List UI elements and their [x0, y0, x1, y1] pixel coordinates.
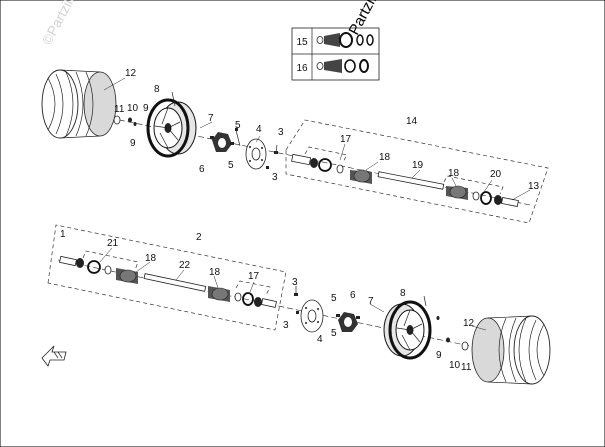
callout-17-bottom: 17 — [248, 271, 260, 282]
axle-shaft-19 — [377, 171, 445, 190]
lug-nut-top — [113, 115, 137, 126]
callout-3-top-a: 3 — [278, 127, 284, 138]
callout-22: 22 — [179, 260, 191, 271]
callout-11-bottom: 11 — [461, 362, 472, 373]
wheel-rim-bottom — [383, 300, 432, 360]
callout-12-top: 12 — [125, 68, 137, 79]
callout-21: 21 — [107, 238, 119, 249]
callout-12-bottom: 12 — [463, 318, 475, 329]
inset-box: 15 16 — [291, 27, 380, 81]
front-direction-arrow-icon — [41, 345, 67, 367]
callout-19: 19 — [412, 160, 424, 171]
callout-18-top-a: 18 — [379, 152, 391, 163]
callout-17-top: 17 — [340, 134, 352, 145]
wheel-rim-top — [146, 98, 197, 158]
callout-9-top-a: 9 — [143, 103, 149, 114]
axle-shaft-22 — [143, 273, 207, 292]
callout-9-top-b: 9 — [130, 138, 136, 149]
callout-1: 1 — [60, 229, 66, 240]
assembly-frame-14 — [285, 119, 549, 224]
callout-18-top-b: 18 — [448, 168, 460, 179]
callout-18-bottom-b: 18 — [209, 267, 221, 278]
callout-5-bottom-b: 5 — [331, 328, 337, 339]
callout-10-bottom: 10 — [449, 360, 461, 371]
assembly-frame-2 — [47, 224, 287, 331]
callout-6-bottom: 6 — [350, 290, 356, 301]
cv-axle-bottom-inner — [59, 255, 138, 284]
cv-boot-kit-15 — [316, 32, 374, 48]
callout-3-bottom-b: 3 — [283, 320, 289, 331]
lug-nut-bottom — [436, 316, 469, 351]
leader-lines — [99, 77, 531, 331]
brake-disc-bottom — [300, 299, 324, 333]
callout-8-bottom: 8 — [400, 288, 406, 299]
callout-2: 2 — [196, 232, 202, 243]
callout-4-top: 4 — [256, 124, 262, 135]
cv-boot-kit-16 — [316, 59, 369, 73]
cv-axle-top-inner — [291, 153, 372, 184]
callout-5-top-a: 5 — [235, 120, 241, 131]
callout-5-bottom-a: 5 — [331, 293, 337, 304]
callouts-bottom: 1 2 21 18 22 18 17 3 3 5 6 5 4 7 8 9 10 … — [60, 229, 475, 373]
callout-7-bottom: 7 — [368, 296, 374, 307]
callout-3-bottom-a: 3 — [292, 277, 298, 288]
callout-6-top: 6 — [199, 164, 205, 175]
cv-axle-bottom-outer — [208, 286, 277, 308]
brake-disc-top — [245, 138, 267, 170]
inset-label-15: 15 — [296, 37, 308, 48]
cv-axle-top-outer — [446, 185, 519, 207]
callout-10-top: 10 — [127, 103, 139, 114]
callouts-top: 12 8 10 9 11 9 7 5 4 3 6 5 3 14 17 18 19… — [114, 68, 540, 192]
callout-9-bottom: 9 — [436, 350, 442, 361]
tire-bottom-right — [471, 315, 551, 385]
callout-11-top: 11 — [114, 104, 125, 115]
callout-20: 20 — [490, 169, 502, 180]
callout-18-bottom-a: 18 — [145, 253, 157, 264]
callout-14: 14 — [406, 116, 418, 127]
inset-label-16: 16 — [296, 63, 308, 74]
hub-bottom — [336, 312, 360, 332]
callout-3-top-b: 3 — [272, 172, 278, 183]
callout-5-top-b: 5 — [228, 160, 234, 171]
callout-8-top: 8 — [154, 84, 160, 95]
callout-4-bottom: 4 — [317, 334, 323, 345]
callout-13: 13 — [528, 181, 540, 192]
callout-7-top: 7 — [208, 113, 214, 124]
hub-top — [210, 132, 234, 152]
